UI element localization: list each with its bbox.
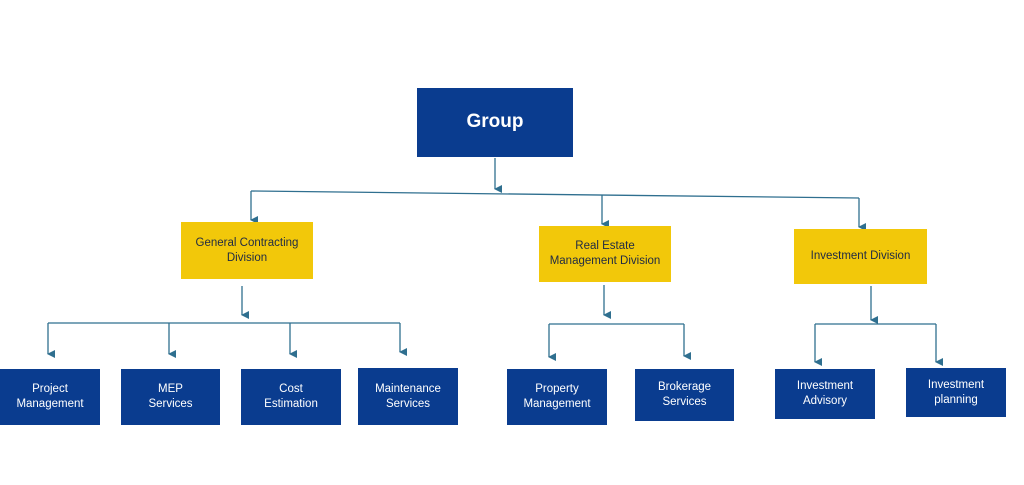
investment-planning-node: Investment planning	[906, 368, 1006, 417]
real-estate-management-division-node: Real Estate Management Division	[539, 226, 671, 282]
cost-estimation-node: Cost Estimation	[241, 369, 341, 425]
investment-planning-label: Investment planning	[927, 378, 985, 406]
maintenance-services-label: Maintenance Services	[375, 382, 441, 410]
maintenance-services-node: Maintenance Services	[358, 368, 458, 425]
brokerage-services-label: Brokerage Services	[657, 381, 712, 408]
investment-advisory-label: Investment Advisory	[796, 380, 854, 407]
property-management-node: Property Management	[507, 369, 607, 425]
real-estate-management-division-label: Real Estate Management Division	[549, 240, 661, 267]
cost-estimation-label: Cost Estimation	[264, 383, 318, 410]
general-contracting-division-label: General Contracting Division	[195, 236, 299, 264]
general-contracting-division-node: General Contracting Division	[181, 222, 313, 279]
connector-root-bus	[250, 190, 860, 199]
brokerage-services-node: Brokerage Services	[635, 369, 734, 421]
mep-services-label: MEP Services	[148, 383, 193, 410]
investment-division-label: Investment Division	[810, 250, 911, 263]
group-node: Group	[417, 88, 573, 157]
project-management-label: Project Management	[16, 383, 84, 410]
project-management-node: Project Management	[0, 369, 100, 425]
mep-services-node: MEP Services	[121, 369, 220, 425]
investment-advisory-node: Investment Advisory	[775, 369, 875, 419]
property-management-label: Property Management	[523, 383, 591, 410]
investment-division-node: Investment Division	[794, 229, 927, 284]
group-node-label: Group	[466, 111, 524, 133]
